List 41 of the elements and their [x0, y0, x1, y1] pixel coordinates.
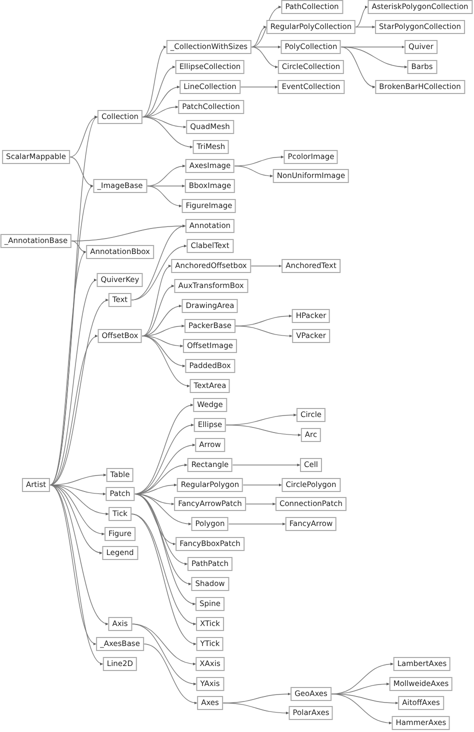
arrow: [134, 494, 174, 506]
arrow: [131, 624, 197, 685]
arrow: [142, 285, 175, 336]
arrow: [144, 644, 198, 704]
arrow: [71, 240, 86, 254]
arrow: [355, 6, 368, 28]
arrow: [234, 166, 274, 178]
arrow: [142, 116, 194, 148]
arrow: [50, 280, 98, 486]
arrow: [251, 26, 267, 48]
arrow: [50, 484, 109, 624]
arrow: [146, 184, 186, 188]
arrow: [355, 26, 376, 28]
arrow: [232, 464, 300, 466]
arrow: [331, 694, 392, 724]
arrow: [131, 245, 188, 300]
arrow: [340, 46, 408, 68]
arrow: [331, 694, 398, 704]
arrow: [340, 46, 376, 88]
arrow: [50, 484, 96, 644]
arrow: [142, 336, 190, 387]
arrow: [142, 336, 184, 348]
arrow: [131, 514, 197, 644]
arrow: [251, 46, 282, 48]
arrow: [242, 484, 282, 486]
arrow: [50, 252, 86, 486]
arrow: [142, 66, 176, 118]
arrow: [134, 494, 176, 545]
arrow: [228, 522, 286, 526]
arrow: [235, 326, 292, 338]
arrow: [142, 266, 172, 336]
arrow: [134, 494, 196, 605]
arrow: [250, 264, 282, 268]
arrow: [142, 46, 167, 118]
arrow: [222, 702, 290, 714]
arrow: [226, 424, 302, 436]
arrow: [146, 186, 182, 208]
arrow: [246, 502, 276, 506]
arrow: [251, 46, 278, 68]
arrow: [50, 484, 104, 664]
arrow: [240, 86, 278, 88]
